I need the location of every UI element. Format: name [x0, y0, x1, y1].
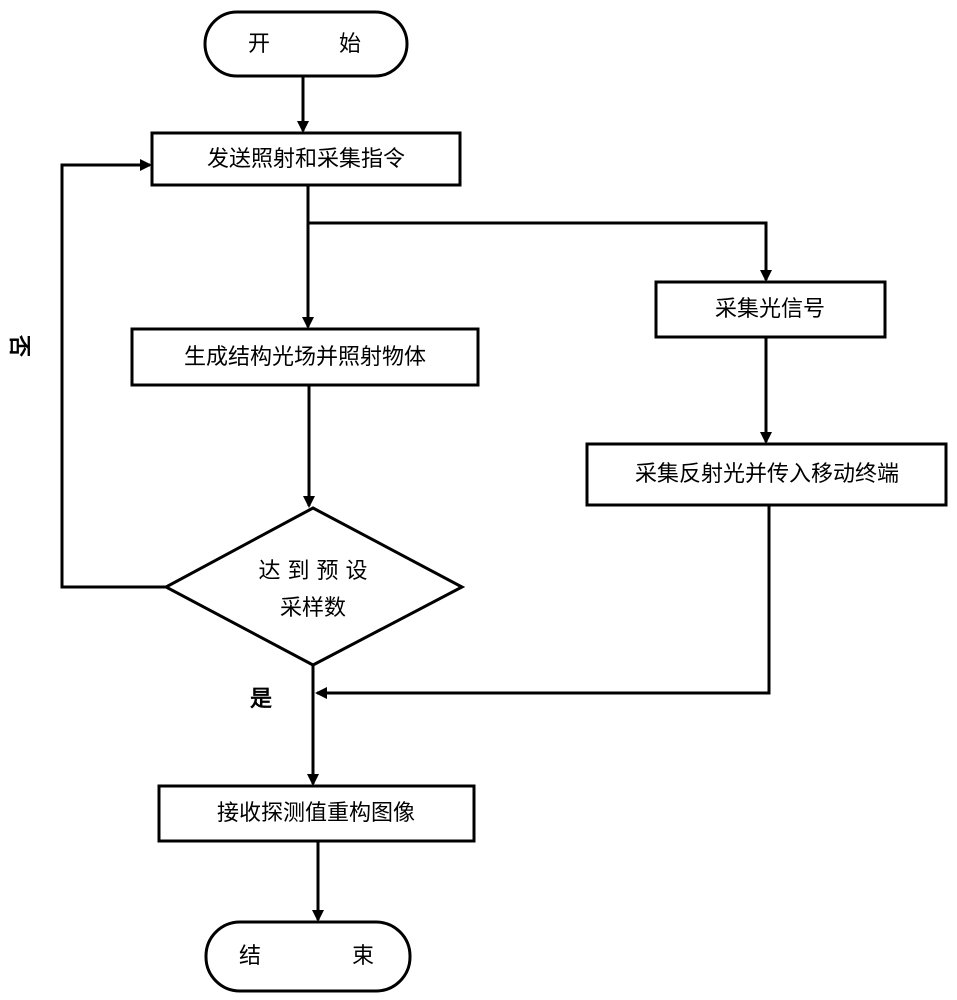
collect-reflect-label: 采集反射光并传入移动终端 [635, 462, 899, 487]
end-node: 结 束 [206, 922, 410, 991]
decision-line1: 达 到 预 设 [259, 559, 368, 584]
send-command-label: 发送照射和采集指令 [207, 147, 405, 172]
reconstruct-label: 接收探测值重构图像 [217, 801, 415, 826]
yes-edge-label: 是 [250, 687, 272, 712]
collect-light-node: 采集光信号 [656, 282, 885, 337]
start-label-left: 开 [248, 32, 270, 57]
arrow-send-to-collect-light [308, 223, 766, 280]
reconstruct-node: 接收探测值重构图像 [159, 786, 474, 841]
generate-light-label: 生成结构光场并照射物体 [184, 345, 426, 370]
start-node: 开 始 [205, 12, 407, 76]
no-edge-label: 否 [6, 334, 31, 357]
start-label-right: 始 [339, 32, 361, 57]
collect-reflect-node: 采集反射光并传入移动终端 [587, 444, 946, 505]
end-label-right: 束 [352, 944, 374, 969]
decision-node: 达 到 预 设 采样数 [166, 508, 462, 665]
collect-light-label: 采集光信号 [715, 297, 825, 322]
send-command-node: 发送照射和采集指令 [152, 133, 460, 185]
decision-line2: 采样数 [280, 596, 346, 621]
generate-light-node: 生成结构光场并照射物体 [132, 329, 478, 385]
end-label-left: 结 [239, 944, 261, 969]
